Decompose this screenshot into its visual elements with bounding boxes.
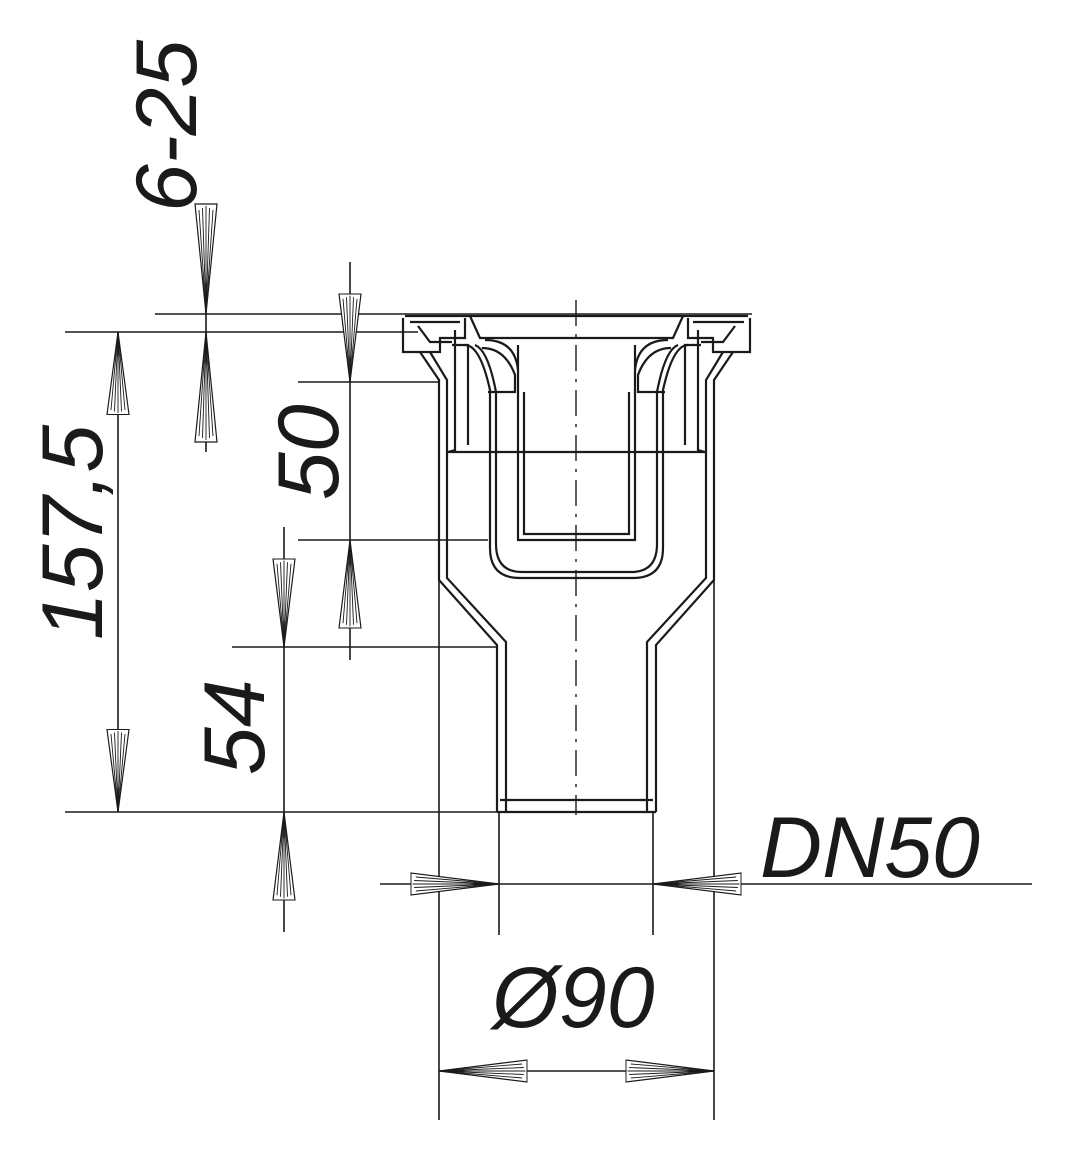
body-diameter-label: Ø90 (489, 950, 655, 1046)
inner-depth-label: 50 (261, 404, 357, 500)
total-height-label: 157,5 (25, 424, 121, 640)
outlet-length-label: 54 (187, 679, 283, 775)
gap-range-label: 6-25 (119, 39, 215, 212)
outlet-dn-label: DN50 (760, 800, 980, 896)
drain-body (401, 314, 752, 814)
